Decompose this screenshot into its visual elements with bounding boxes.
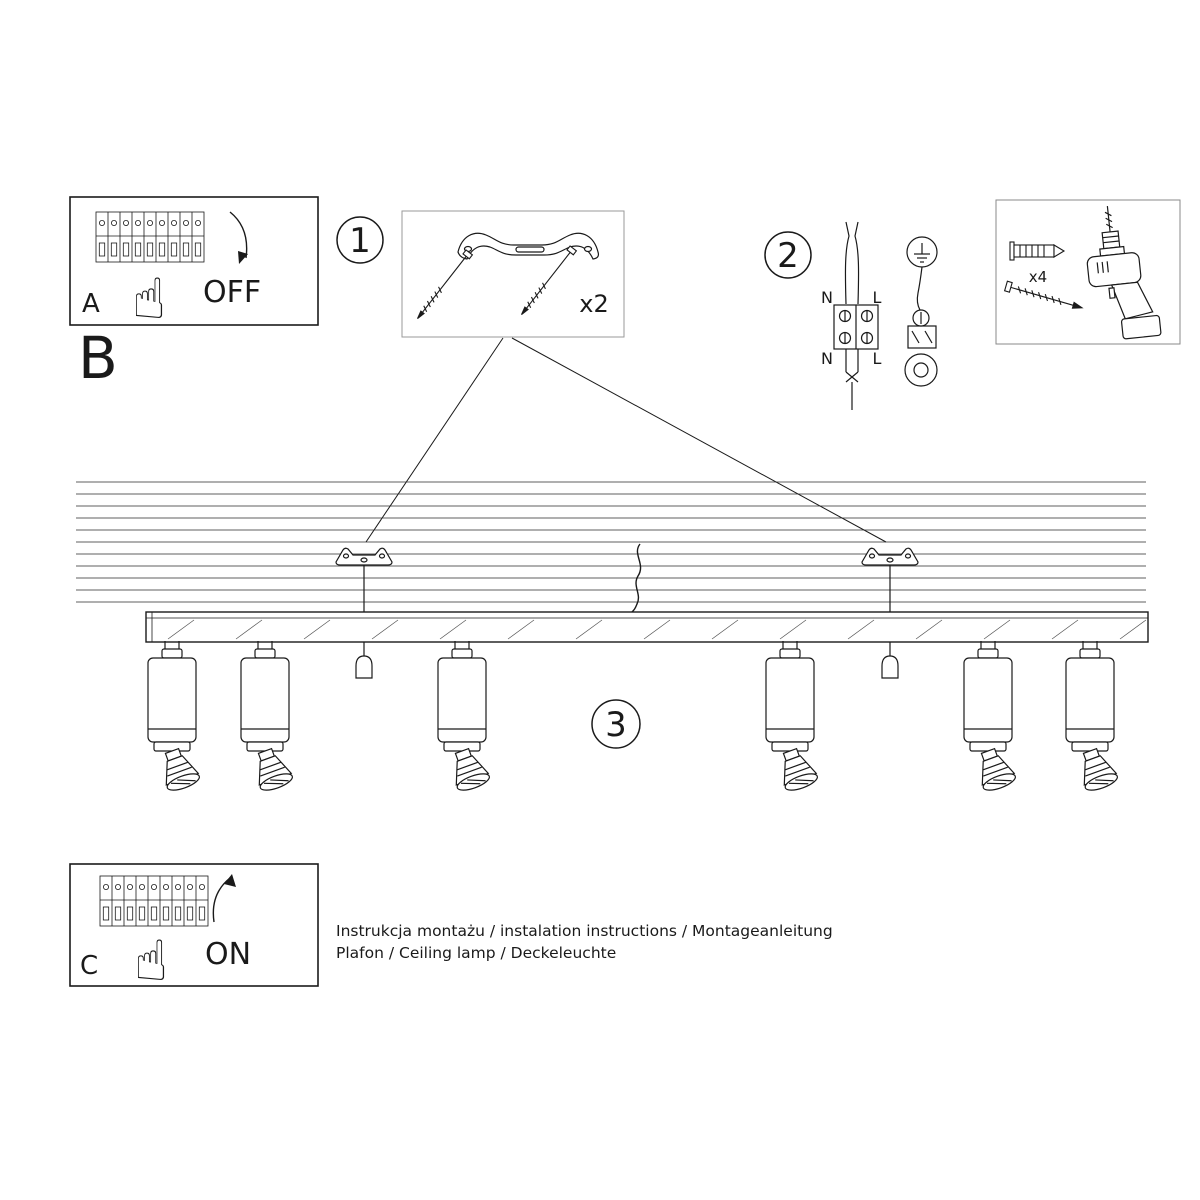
on-label: ON (205, 937, 251, 972)
wire-label-l-top: L (873, 288, 882, 307)
footer-line1: Instrukcja montażu / instalation instruc… (336, 922, 833, 940)
step-1-badge (336, 216, 384, 264)
spotlight (240, 640, 295, 795)
rail-fixing-cap (355, 642, 373, 679)
hand-icon: ☝ (132, 267, 166, 332)
rail-fixing-cap (881, 642, 899, 679)
ground-connection-diagram (904, 236, 938, 387)
screw-icon (1003, 280, 1084, 309)
ceiling-mounting-plate (335, 547, 393, 612)
spotlight (963, 640, 1018, 795)
step-3-number: 3 (605, 705, 627, 745)
section-b-label: B (78, 324, 118, 392)
panel-c: ☝ ON C (69, 863, 319, 994)
breaker-panel-icon (95, 211, 205, 263)
wire-label-n-top: N (821, 288, 833, 307)
terminal-block-diagram (833, 221, 879, 410)
step-2-badge (764, 231, 812, 279)
spotlight (437, 640, 492, 795)
bracket-pointer-lines (365, 337, 887, 543)
step-1-quantity: x2 (579, 290, 608, 318)
lamp-rail (145, 611, 1149, 643)
spotlight (1065, 640, 1120, 795)
panel-a-label: A (82, 289, 100, 319)
step-3: 3 (591, 699, 641, 749)
step-1-box (401, 210, 625, 338)
wire-label-l-bottom: L (873, 349, 882, 368)
footer: Instrukcja montażu / instalation instruc… (336, 922, 833, 962)
flip-down-arrow-icon (229, 211, 248, 264)
step-3-badge (591, 699, 641, 749)
wire-label-n-bottom: N (821, 349, 833, 368)
step-1: 1 x2 (336, 210, 887, 543)
off-label: OFF (203, 275, 261, 310)
ceiling-hatch (76, 481, 1146, 603)
panel-a: ☝ OFF A (69, 196, 319, 332)
drill-icon (1086, 205, 1162, 340)
hand-icon: ☝ (134, 929, 168, 994)
step-2: 2 N L N L (764, 221, 938, 410)
wall-anchor-icon (1009, 241, 1066, 261)
spotlight (765, 640, 820, 795)
ceiling-mounting-plate (861, 547, 919, 612)
step-2-number: 2 (777, 236, 799, 276)
panel-c-label: C (80, 951, 98, 981)
spotlight (147, 640, 202, 795)
flip-up-arrow-icon (212, 874, 236, 923)
rail-wood-grain (167, 619, 1147, 640)
step-1-number: 1 (349, 221, 371, 261)
breaker-panel-icon (99, 875, 209, 927)
anchor-quantity: x4 (1029, 268, 1047, 286)
tools-box: x4 (995, 199, 1181, 345)
power-cable (631, 543, 642, 613)
footer-line2: Plafon / Ceiling lamp / Deckeleuchte (336, 944, 616, 962)
